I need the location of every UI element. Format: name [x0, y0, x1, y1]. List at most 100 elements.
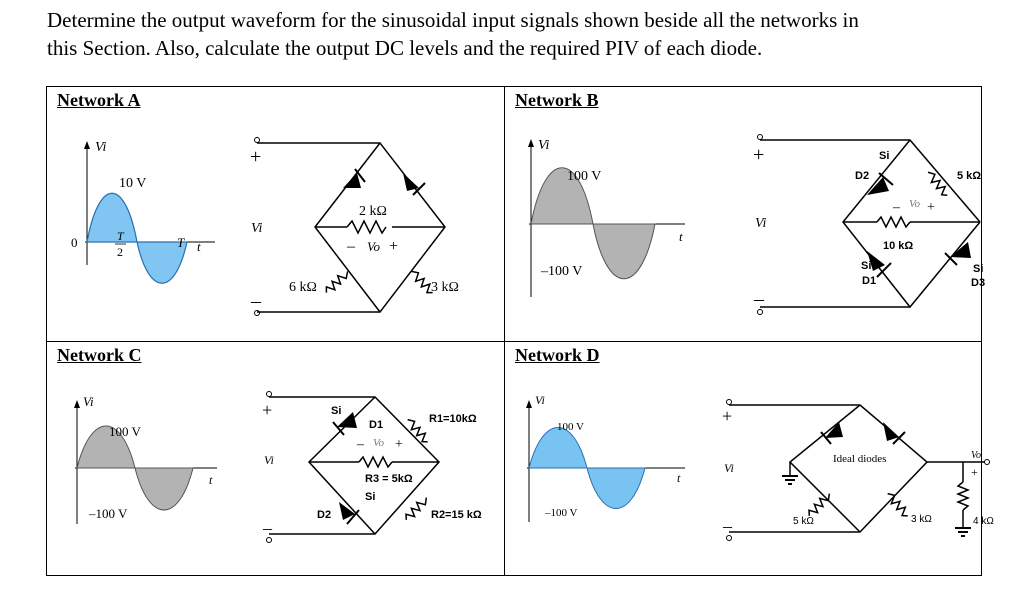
- network-a-r-left-label: 6 kΩ: [289, 280, 317, 295]
- network-a-figure: Vi 10 V 0 T 2 T t + Vi –: [71, 137, 459, 316]
- network-c-r3: R3 = 5kΩ: [365, 473, 413, 485]
- network-a-minus: –: [250, 290, 262, 312]
- network-a-amplitude: 10 V: [119, 176, 146, 191]
- network-b-vo-minus: –: [892, 200, 901, 215]
- network-a-diode-left: [343, 168, 366, 188]
- network-a-diode-right: [403, 173, 426, 196]
- network-d-amp-pos: 100 V: [557, 421, 584, 433]
- network-c-vo-minus: –: [356, 437, 365, 452]
- network-b-vo-plus: +: [927, 200, 935, 215]
- network-c-time: t: [209, 473, 213, 487]
- network-b-diode-d2: [867, 172, 894, 195]
- network-c-d1-type: Si: [331, 405, 341, 417]
- network-c-vi: Vi: [264, 453, 274, 467]
- network-a-vi: Vi: [251, 221, 263, 236]
- network-b-sine: [530, 167, 656, 280]
- network-b-r-right-label: 5 kΩ: [957, 170, 981, 182]
- network-c-d2-type: Si: [365, 491, 375, 503]
- network-d-ground-right: [955, 527, 971, 537]
- network-d-cell: Network D Vi 100 V –100 V t + Vi –: [505, 342, 994, 575]
- network-a-vo-plus: +: [389, 238, 398, 255]
- network-a-title: Network A: [57, 90, 141, 110]
- network-d-r-left: [808, 493, 831, 516]
- network-c-r2-label: R2=15 kΩ: [431, 509, 482, 521]
- network-a-waveform: Vi 10 V 0 T 2 T t: [71, 140, 215, 284]
- network-a-r-right: [411, 270, 433, 294]
- network-d-ground-left: [782, 475, 798, 485]
- network-c-vo-plus: +: [395, 437, 403, 452]
- network-c-r1-label: R1=10kΩ: [429, 413, 477, 425]
- problem-line-2: this Section. Also, calculate the output…: [47, 36, 763, 60]
- problem-statement: Determine the output waveform for the si…: [47, 6, 1007, 62]
- network-a-r-center: 2 kΩ: [359, 204, 387, 219]
- network-a-r-left: [325, 271, 349, 293]
- problem-line-1: Determine the output waveform for the si…: [47, 8, 859, 32]
- network-b-d2: D2: [855, 170, 869, 182]
- network-b-figure: Vi 100 V –100 V t + Vi –: [528, 134, 985, 315]
- network-a-period: T: [177, 235, 185, 250]
- network-d-plus: +: [722, 406, 732, 426]
- network-a-plus: +: [250, 146, 261, 168]
- network-d-minus: –: [722, 516, 733, 536]
- network-a-sine: [86, 192, 188, 284]
- network-c-minus: –: [262, 518, 273, 538]
- network-d-vi: Vi: [724, 461, 734, 475]
- network-c-diode-d1: [332, 412, 357, 436]
- network-a-half-period-den: 2: [117, 245, 123, 259]
- network-a-half-period-num: T: [117, 229, 125, 243]
- network-b-input-terminals: + Vi –: [753, 134, 767, 315]
- network-a-input-terminals: + Vi –: [250, 137, 263, 316]
- network-c-title: Network C: [57, 345, 142, 365]
- network-b-r-center: 10 kΩ: [883, 240, 913, 252]
- network-b-d1: D1: [862, 275, 876, 287]
- network-d-vo-plus: +: [971, 465, 978, 479]
- network-b-amp-pos: 100 V: [567, 169, 601, 184]
- network-b-plus: +: [753, 144, 764, 166]
- network-d-ideal: Ideal diodes: [833, 453, 886, 465]
- network-c-input-terminals: + Vi –: [262, 391, 274, 543]
- network-b-diode-d1: [867, 251, 892, 278]
- network-d-vo: Vo: [971, 450, 981, 461]
- network-c-d1: D1: [369, 419, 383, 431]
- network-d-diode-right: [883, 422, 906, 445]
- network-d-r-right: [887, 492, 908, 517]
- network-c-amp-neg: –100 V: [88, 506, 128, 521]
- network-b-time: t: [679, 229, 683, 244]
- network-c-plus: +: [262, 400, 272, 420]
- network-a-time: t: [197, 239, 201, 254]
- network-d-bridge: [729, 404, 985, 533]
- network-a-vi-axis: Vi: [95, 140, 107, 155]
- network-d-sine: [528, 427, 646, 509]
- network-d-input-terminals: + Vi –: [722, 399, 734, 541]
- network-b-d1-type: Si: [861, 260, 871, 272]
- network-a-cell: Network A Vi 10 V 0 T 2 T t +: [47, 87, 505, 342]
- network-b-vo: Vo: [909, 198, 921, 210]
- network-d-r-left-label: 5 kΩ: [793, 516, 814, 527]
- networks-table: Network A Vi 10 V 0 T 2 T t +: [46, 86, 994, 576]
- network-a-origin: 0: [71, 235, 78, 250]
- network-d-r-right-label: 3 kΩ: [911, 514, 932, 525]
- network-c-vo: Vo: [373, 437, 385, 449]
- network-c-diode-d2: [339, 502, 360, 525]
- network-b-title: Network B: [515, 90, 599, 110]
- network-b-waveform: Vi 100 V –100 V t: [528, 138, 685, 297]
- network-c-r1: [407, 418, 428, 443]
- network-c-amp-pos: 100 V: [109, 424, 142, 439]
- network-c-waveform: Vi 100 V –100 V t: [74, 394, 217, 524]
- network-d-title: Network D: [515, 345, 600, 365]
- network-d-figure: Vi 100 V –100 V t + Vi –: [526, 393, 994, 541]
- network-a-r-right-label: 3 kΩ: [431, 280, 459, 295]
- network-a-vo-minus: –: [346, 238, 356, 255]
- network-d-time: t: [677, 471, 681, 485]
- network-d-waveform: Vi 100 V –100 V t: [526, 393, 685, 522]
- network-c-r2: [405, 497, 428, 520]
- network-c-cell: Network C Vi 100 V –100 V t + Vi –: [47, 342, 505, 575]
- network-b-amp-neg: –100 V: [540, 264, 582, 279]
- network-d-diode-left: [820, 422, 843, 445]
- network-b-d3-type: Si: [973, 263, 983, 275]
- network-c-sine: [76, 425, 194, 511]
- network-b-d3: D3: [971, 277, 985, 289]
- network-c-vi-axis: Vi: [83, 394, 94, 409]
- network-d-r-load-label: 4 kΩ: [973, 516, 994, 527]
- network-b-vi-axis: Vi: [538, 138, 550, 153]
